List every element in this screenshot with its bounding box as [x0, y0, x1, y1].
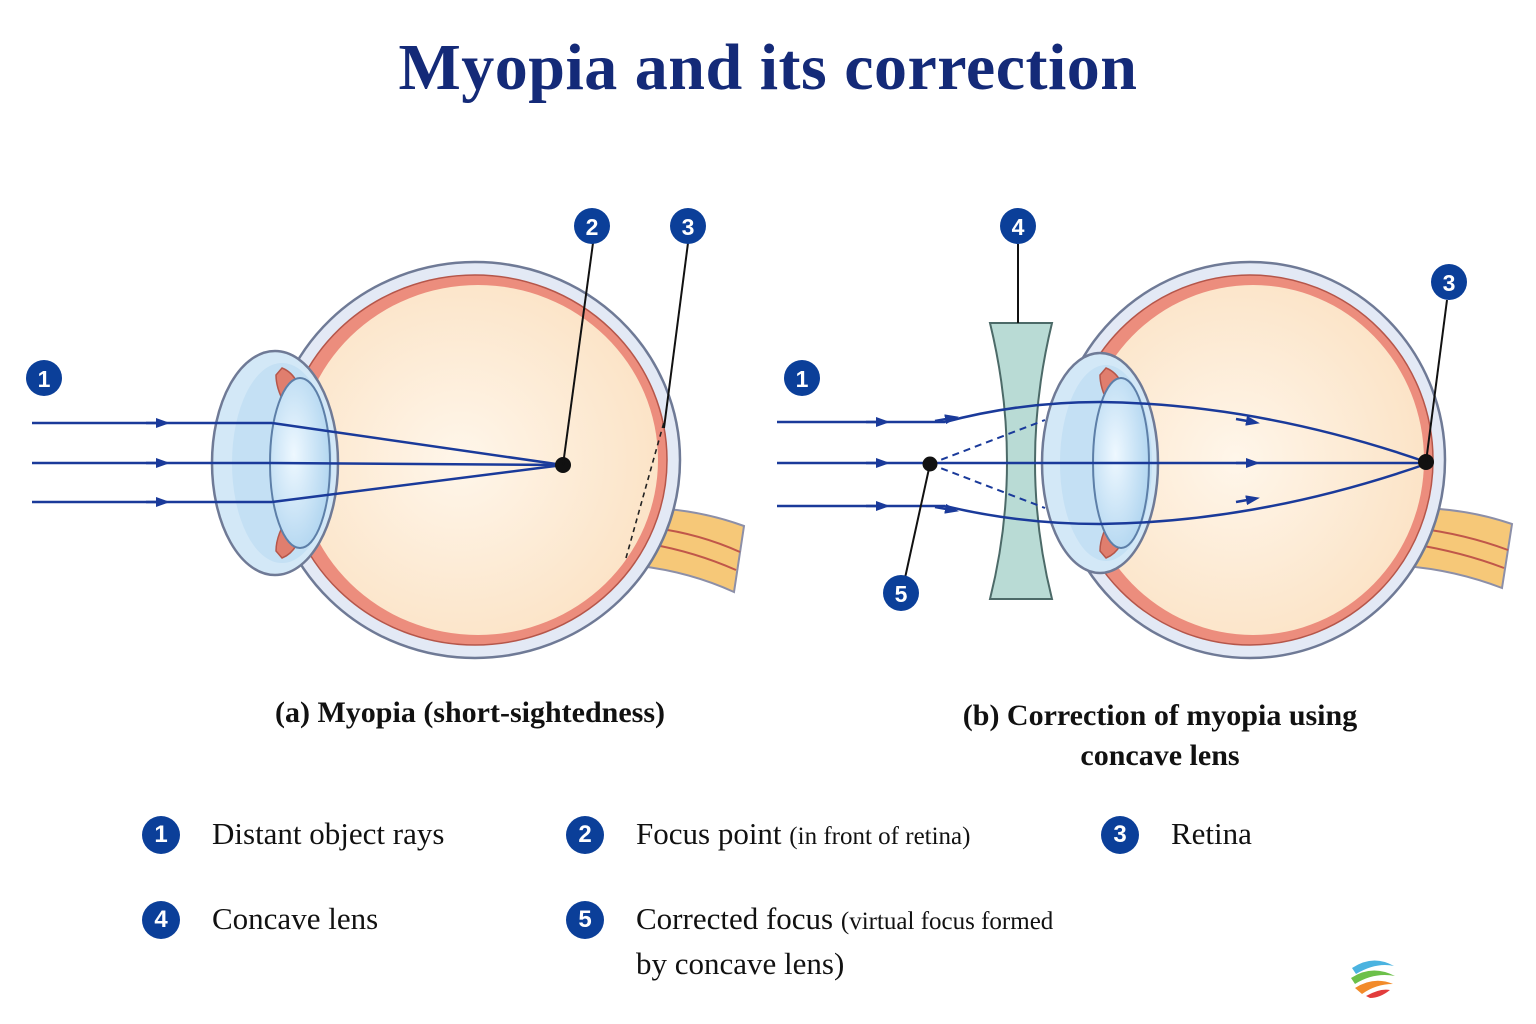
- concave-lens: [988, 322, 1054, 600]
- marker-label: 3: [1443, 270, 1456, 296]
- caption-correction-line2: concave lens: [1080, 739, 1240, 772]
- marker-label: 1: [796, 366, 809, 392]
- legend-text: Concave lens: [212, 898, 378, 940]
- marker-label: 3: [682, 214, 695, 240]
- marker-2: 2: [574, 208, 610, 244]
- legend-text: Focus point (in front of retina): [636, 813, 970, 858]
- legend-label-line2: by concave lens): [636, 946, 845, 981]
- marker-3-left: 3: [670, 208, 706, 244]
- legend-text: Distant object rays: [212, 813, 444, 855]
- legend-text: Corrected focus (virtual focus formed by…: [636, 898, 1053, 985]
- legend-badge: 1: [142, 816, 180, 854]
- marker-label: 2: [586, 214, 599, 240]
- marker-label: 5: [895, 581, 908, 607]
- legend-text: Retina: [1171, 813, 1252, 855]
- marker-label: 1: [38, 366, 51, 392]
- marker-1-right: 1: [784, 360, 820, 396]
- legend-note: (virtual focus formed: [840, 908, 1054, 935]
- legend-item-1: 1 Distant object rays: [142, 816, 444, 855]
- page-title: Myopia and its correction: [398, 31, 1138, 104]
- legend-item-5: 5 Corrected focus (virtual focus formed …: [566, 901, 1053, 985]
- eye-myopia: [32, 242, 746, 660]
- legend-badge: 5: [566, 901, 604, 939]
- eye-corrected: [777, 244, 1514, 660]
- legend-label: Distant object rays: [212, 816, 445, 851]
- legend-label: Corrected focus: [636, 901, 841, 936]
- legend-badge: 2: [566, 816, 604, 854]
- legend-badge: 4: [142, 901, 180, 939]
- colored-globe-logo-icon: [1349, 951, 1397, 999]
- vitreous: [298, 285, 658, 635]
- caption-myopia: (a) Myopia (short-sightedness): [275, 696, 665, 729]
- legend-item-3: 3 Retina: [1101, 816, 1252, 855]
- legend-item-4: 4 Concave lens: [142, 901, 378, 940]
- legend-badge: 3: [1101, 816, 1139, 854]
- rays-b: [777, 400, 1427, 526]
- caption-correction-line1: (b) Correction of myopia using: [962, 699, 1358, 732]
- marker-1-left: 1: [26, 360, 62, 396]
- rays-a: [32, 418, 564, 507]
- marker-4: 4: [1000, 208, 1036, 244]
- legend-label: Concave lens: [212, 901, 379, 936]
- legend-label: Retina: [1171, 816, 1252, 851]
- caption-correction: (b) Correction of myopia using concave l…: [900, 696, 1420, 776]
- marker-label: 4: [1012, 214, 1025, 240]
- legend-item-2: 2 Focus point (in front of retina): [566, 816, 970, 858]
- legend-note: (in front of retina): [789, 823, 971, 850]
- marker-5: 5: [883, 575, 919, 611]
- legend-label: Focus point: [636, 816, 790, 851]
- marker-3-right: 3: [1431, 264, 1467, 300]
